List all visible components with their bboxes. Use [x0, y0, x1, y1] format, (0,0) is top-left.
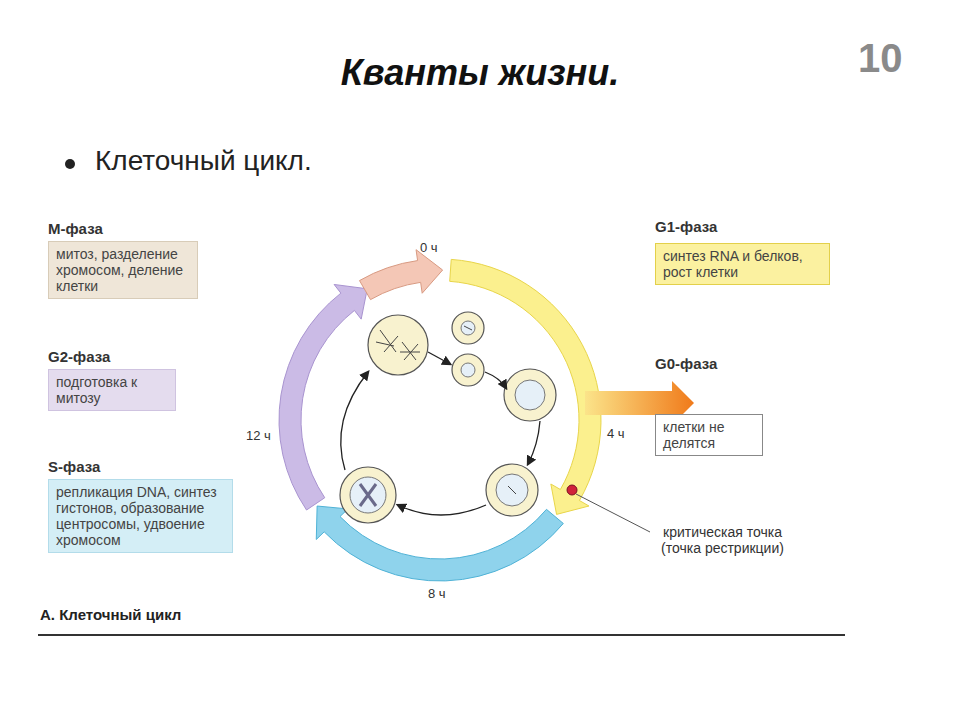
bullet [65, 159, 75, 169]
phase-heading: М-фаза [48, 220, 198, 237]
phase-description: подготовка к митозу [48, 369, 176, 411]
phase-box: G2-фаза подготовка к митозу [48, 348, 176, 411]
phase-description: митоз, разделение хромосом, деление клет… [48, 241, 198, 299]
phase-box: S-фаза репликация DNA, синтез гистонов, о… [48, 458, 233, 553]
hour-label: 8 ч [428, 586, 446, 601]
phase-band [360, 250, 443, 300]
phase-heading: G1-фаза [655, 218, 830, 235]
cells [340, 312, 556, 523]
phase-heading: G2-фаза [48, 348, 176, 365]
hour-label: 0 ч [420, 240, 438, 255]
leader-line [576, 494, 650, 532]
hour-label: 12 ч [246, 428, 271, 443]
phase-box: М-фаза митоз, разделение хромосом, делени… [48, 220, 198, 299]
callout-note: критическая точка (точка рестрикции) [655, 524, 790, 556]
caption: А. Клеточный цикл [40, 606, 181, 623]
page-number: 10 [858, 36, 903, 81]
phase-heading: G0-фаза [655, 355, 763, 372]
phase-box: G1-фаза синтез RNA и белков, рост клетки [655, 218, 830, 285]
restriction-point [567, 485, 577, 495]
phase-description: клетки не делятся [655, 414, 763, 456]
hour-label: 4 ч [607, 426, 625, 441]
phase-description: репликация DNA, синтез гистонов, образов… [48, 479, 233, 553]
bullet-text: Клеточный цикл. [95, 145, 312, 177]
phase-description: синтез RNA и белков, рост клетки [655, 243, 830, 285]
slide-title: Кванты жизни. [0, 52, 960, 94]
phase-heading: S-фаза [48, 458, 233, 475]
phase-box: G0-фаза клетки не делятся [655, 355, 763, 456]
caption-rule [38, 634, 845, 636]
